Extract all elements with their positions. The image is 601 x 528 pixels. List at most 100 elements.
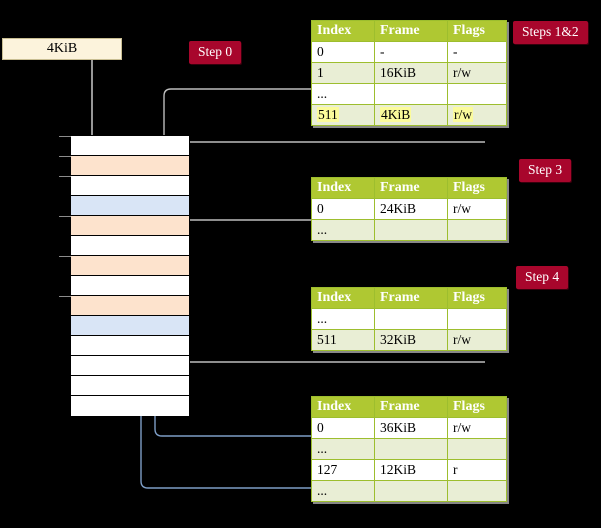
cell-flags	[447, 83, 507, 105]
memory-row-tick	[59, 156, 71, 157]
memory-row-tick	[59, 136, 71, 137]
badge-step-4: Step 4	[516, 266, 569, 289]
column-header-flags: Flags	[447, 177, 507, 199]
memory-row-tick	[59, 296, 71, 297]
cell-frame: 24KiB	[374, 198, 448, 220]
memory-row-tick	[59, 176, 71, 177]
cell-index: 0	[311, 417, 375, 439]
column-header-index: Index	[311, 396, 375, 418]
cell-index: ...	[311, 480, 375, 502]
column-header-frame: Frame	[374, 396, 448, 418]
cell-flags	[447, 219, 507, 241]
badge-step-0-label: Step 0	[198, 44, 233, 59]
cell-index: 0	[311, 41, 375, 63]
memory-frame-row	[71, 316, 189, 336]
badge-step-3: Step 3	[519, 159, 572, 182]
badge-steps-1-and-2-label: Steps 1&2	[522, 24, 579, 39]
memory-frame-row	[59, 136, 189, 156]
source-block-4kib: 4KiB	[2, 38, 122, 60]
cell-frame: 32KiB	[374, 329, 448, 351]
column-header-flags: Flags	[447, 287, 507, 309]
column-header-flags: Flags	[447, 20, 507, 42]
cell-frame	[374, 308, 448, 330]
cell-index: 511	[311, 104, 375, 126]
cell-frame: 4KiB	[374, 104, 448, 126]
table-row: ...	[311, 219, 507, 241]
cell-index: 1	[311, 62, 375, 84]
column-header-index: Index	[311, 287, 375, 309]
cell-index: 511	[311, 329, 375, 351]
cell-index: ...	[311, 308, 375, 330]
cell-flags: -	[447, 41, 507, 63]
cell-index: ...	[311, 219, 375, 241]
cell-index: ...	[311, 83, 375, 105]
column-header-frame: Frame	[374, 20, 448, 42]
memory-frame-row	[59, 176, 189, 196]
memory-frame-row	[71, 236, 189, 256]
cell-flags: r/w	[447, 417, 507, 439]
table-row: ...	[311, 438, 507, 460]
memory-frame-row	[59, 156, 189, 176]
cell-frame: 12KiB	[374, 459, 448, 481]
cell-index: 0	[311, 198, 375, 220]
cell-frame	[374, 83, 448, 105]
cell-frame: 16KiB	[374, 62, 448, 84]
cell-flags: r/w	[447, 104, 507, 126]
cell-frame	[374, 438, 448, 460]
highlighted-value: 511	[317, 107, 339, 122]
table-row: 511 4KiB r/w	[311, 104, 507, 126]
memory-frame-row	[59, 256, 189, 276]
cell-frame	[374, 219, 448, 241]
wire-table0-row511-to-memory	[174, 141, 485, 156]
cell-frame: 36KiB	[374, 417, 448, 439]
cell-flags: r	[447, 459, 507, 481]
memory-frame-row	[71, 196, 189, 216]
cell-index: 127	[311, 459, 375, 481]
table-row: ...	[311, 83, 507, 105]
memory-frame-row	[71, 336, 189, 356]
column-header-frame: Frame	[374, 287, 448, 309]
column-header-flags: Flags	[447, 396, 507, 418]
column-header-index: Index	[311, 20, 375, 42]
cell-flags	[447, 438, 507, 460]
badge-steps-1-and-2: Steps 1&2	[513, 21, 588, 44]
column-header-index: Index	[311, 177, 375, 199]
cell-frame	[374, 480, 448, 502]
highlighted-value: 4KiB	[380, 107, 412, 122]
badge-step-4-label: Step 4	[525, 269, 560, 284]
cell-flags: r/w	[447, 62, 507, 84]
memory-frame-row	[71, 356, 189, 376]
source-block-label: 4KiB	[46, 41, 78, 56]
memory-frame-row	[59, 296, 189, 316]
memory-frame-row	[71, 396, 189, 416]
cell-frame: -	[374, 41, 448, 63]
badge-step-3-label: Step 3	[528, 162, 563, 177]
cell-index: ...	[311, 438, 375, 460]
table-row: ...	[311, 308, 507, 330]
table-row: 0--	[311, 41, 507, 63]
memory-frame-row	[71, 276, 189, 296]
table-row: ...	[311, 480, 507, 502]
memory-row-tick	[59, 216, 71, 217]
highlighted-value: r/w	[453, 107, 473, 122]
memory-row-tick	[59, 256, 71, 257]
memory-frame-row	[59, 216, 189, 236]
badge-step-0: Step 0	[189, 41, 242, 64]
cell-flags: r/w	[447, 198, 507, 220]
cell-flags	[447, 308, 507, 330]
physical-memory-grid	[59, 135, 190, 416]
cell-flags: r/w	[447, 329, 507, 351]
memory-frame-row	[71, 376, 189, 396]
